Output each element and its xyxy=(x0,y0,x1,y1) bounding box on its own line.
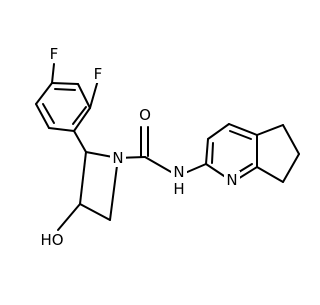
atom-label-carbonyl-o: O xyxy=(137,106,153,124)
molecule-structure: F F O N H N N HO xyxy=(35,45,300,249)
bond-c-f-para xyxy=(51,63,55,84)
atom-label-amide-nh: N H xyxy=(171,163,187,198)
fluorine-label: F xyxy=(94,65,103,83)
oxygen-label: O xyxy=(139,106,151,124)
nitrogen-label: N xyxy=(173,163,184,181)
structure-canvas: F F O N H N N HO xyxy=(35,45,300,249)
atom-label-pyrrolidine-n: N xyxy=(110,149,126,167)
atom-label-hydroxyl: HO xyxy=(38,231,66,249)
hydroxyl-label: HO xyxy=(40,231,63,249)
hydrogen-label: H xyxy=(173,180,184,198)
atom-label-f-meta: F xyxy=(91,65,105,83)
bond-aryl-pyrrolidine xyxy=(73,130,87,153)
nitrogen-label: N xyxy=(112,149,123,167)
atom-label-f-para: F xyxy=(47,45,61,63)
atom-label-pyridine-n: N xyxy=(224,171,240,189)
bond-c-f-meta xyxy=(89,79,99,109)
bond-c-oh xyxy=(57,203,81,231)
cyclopentane-ring xyxy=(256,124,300,183)
nitrogen-label: N xyxy=(226,171,237,189)
difluorophenyl-ring xyxy=(35,82,91,132)
fluorine-label: F xyxy=(50,45,59,63)
